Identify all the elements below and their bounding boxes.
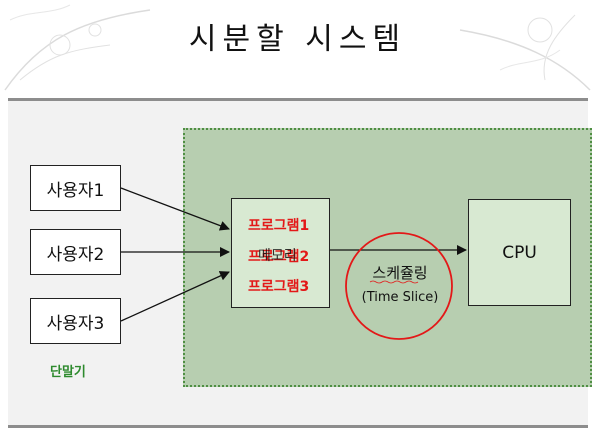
cpu-label: CPU [502, 242, 537, 263]
scheduling-label: 스케쥴링 [372, 264, 428, 282]
scheduling-sub: (Time Slice) [361, 290, 439, 305]
user-label-3: 사용자3 [46, 313, 105, 334]
panel-top-rule [8, 98, 588, 101]
program-2: 프로그램2 [248, 249, 310, 265]
arrow-user1-to-memory [120, 187, 230, 231]
arrow-user3-to-memory [120, 271, 230, 322]
memory-box [231, 198, 330, 308]
time-slice-highlight-circle [345, 232, 453, 340]
scheduling-underline [369, 280, 419, 284]
user-box-1: 사용자1 [30, 165, 121, 211]
terminal-label: 단말기 [50, 365, 86, 380]
user-box-3: 사용자3 [30, 298, 121, 344]
user-label-1: 사용자1 [46, 180, 105, 201]
decorative-flourish-left [4, 4, 151, 91]
page-title: 시분할 시스템 [188, 22, 407, 57]
program-3: 프로그램3 [248, 279, 310, 295]
cpu-box: CPU [468, 199, 571, 306]
user-box-2: 사용자2 [30, 229, 121, 275]
user-label-2: 사용자2 [46, 244, 105, 265]
program-1: 프로그램1 [248, 218, 310, 234]
panel-bottom-rule [8, 425, 588, 428]
memory-label: 메모리 [258, 248, 297, 264]
decorative-flourish-right [459, 14, 591, 91]
